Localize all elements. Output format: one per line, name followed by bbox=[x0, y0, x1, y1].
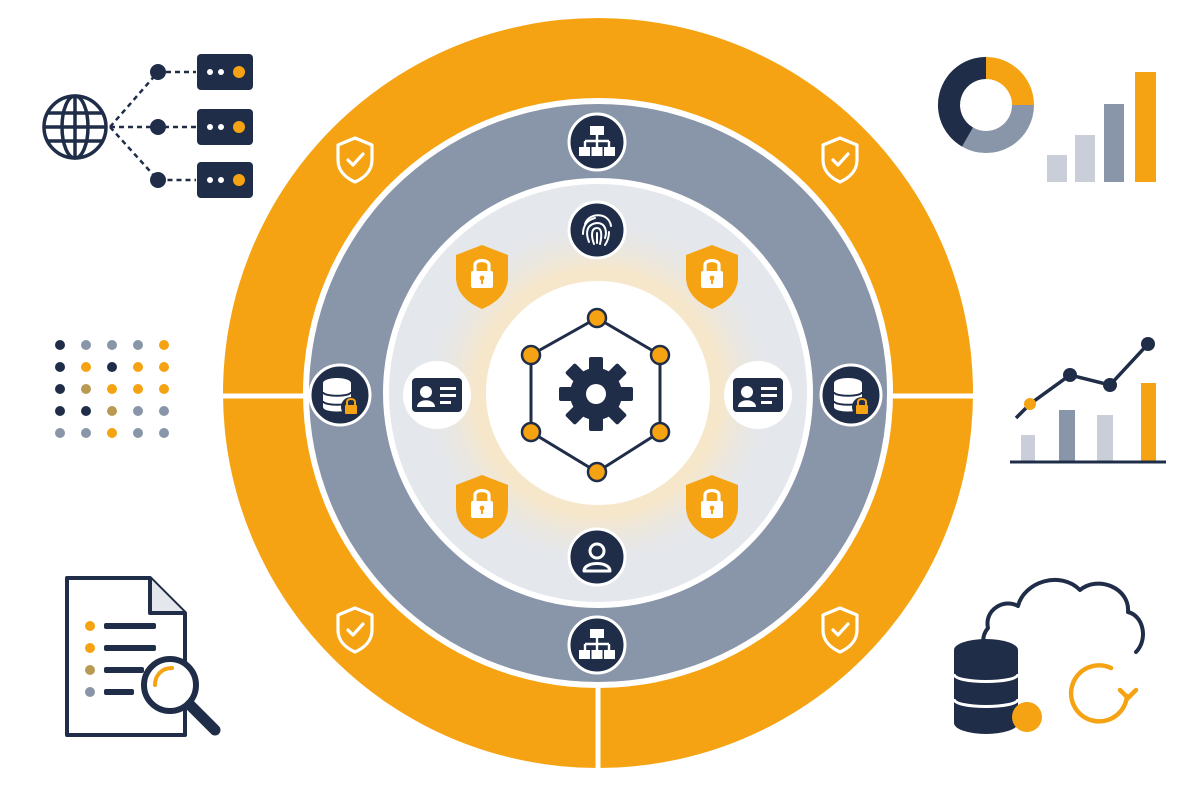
dot-matrix-icon bbox=[55, 340, 169, 438]
cloud-icon bbox=[981, 578, 1145, 657]
sitemap-icon bbox=[567, 615, 627, 675]
cloud-database-sync-icon bbox=[952, 578, 1145, 734]
line-bar-chart-icon bbox=[1010, 337, 1166, 464]
id-card-icon bbox=[403, 361, 471, 429]
donut-bar-chart-icon bbox=[937, 56, 1156, 182]
database-icon bbox=[952, 639, 1042, 734]
user-icon bbox=[567, 527, 627, 587]
concentric-diagram bbox=[218, 18, 980, 775]
sitemap-icon bbox=[567, 112, 627, 172]
database-lock-icon bbox=[308, 363, 372, 427]
database-lock-icon bbox=[819, 363, 883, 427]
id-card-icon bbox=[724, 361, 792, 429]
magnifier-icon bbox=[141, 656, 221, 736]
fingerprint-icon bbox=[567, 200, 627, 260]
server-icon bbox=[197, 54, 253, 90]
document-search-icon bbox=[65, 576, 221, 737]
network-globe-servers-icon bbox=[42, 54, 253, 198]
server-icon bbox=[197, 109, 253, 145]
gear-network-icon bbox=[520, 307, 671, 483]
globe-icon bbox=[42, 94, 108, 160]
server-icon bbox=[197, 162, 253, 198]
outer-ring-dividers bbox=[218, 393, 980, 775]
sync-icon bbox=[1068, 663, 1139, 724]
